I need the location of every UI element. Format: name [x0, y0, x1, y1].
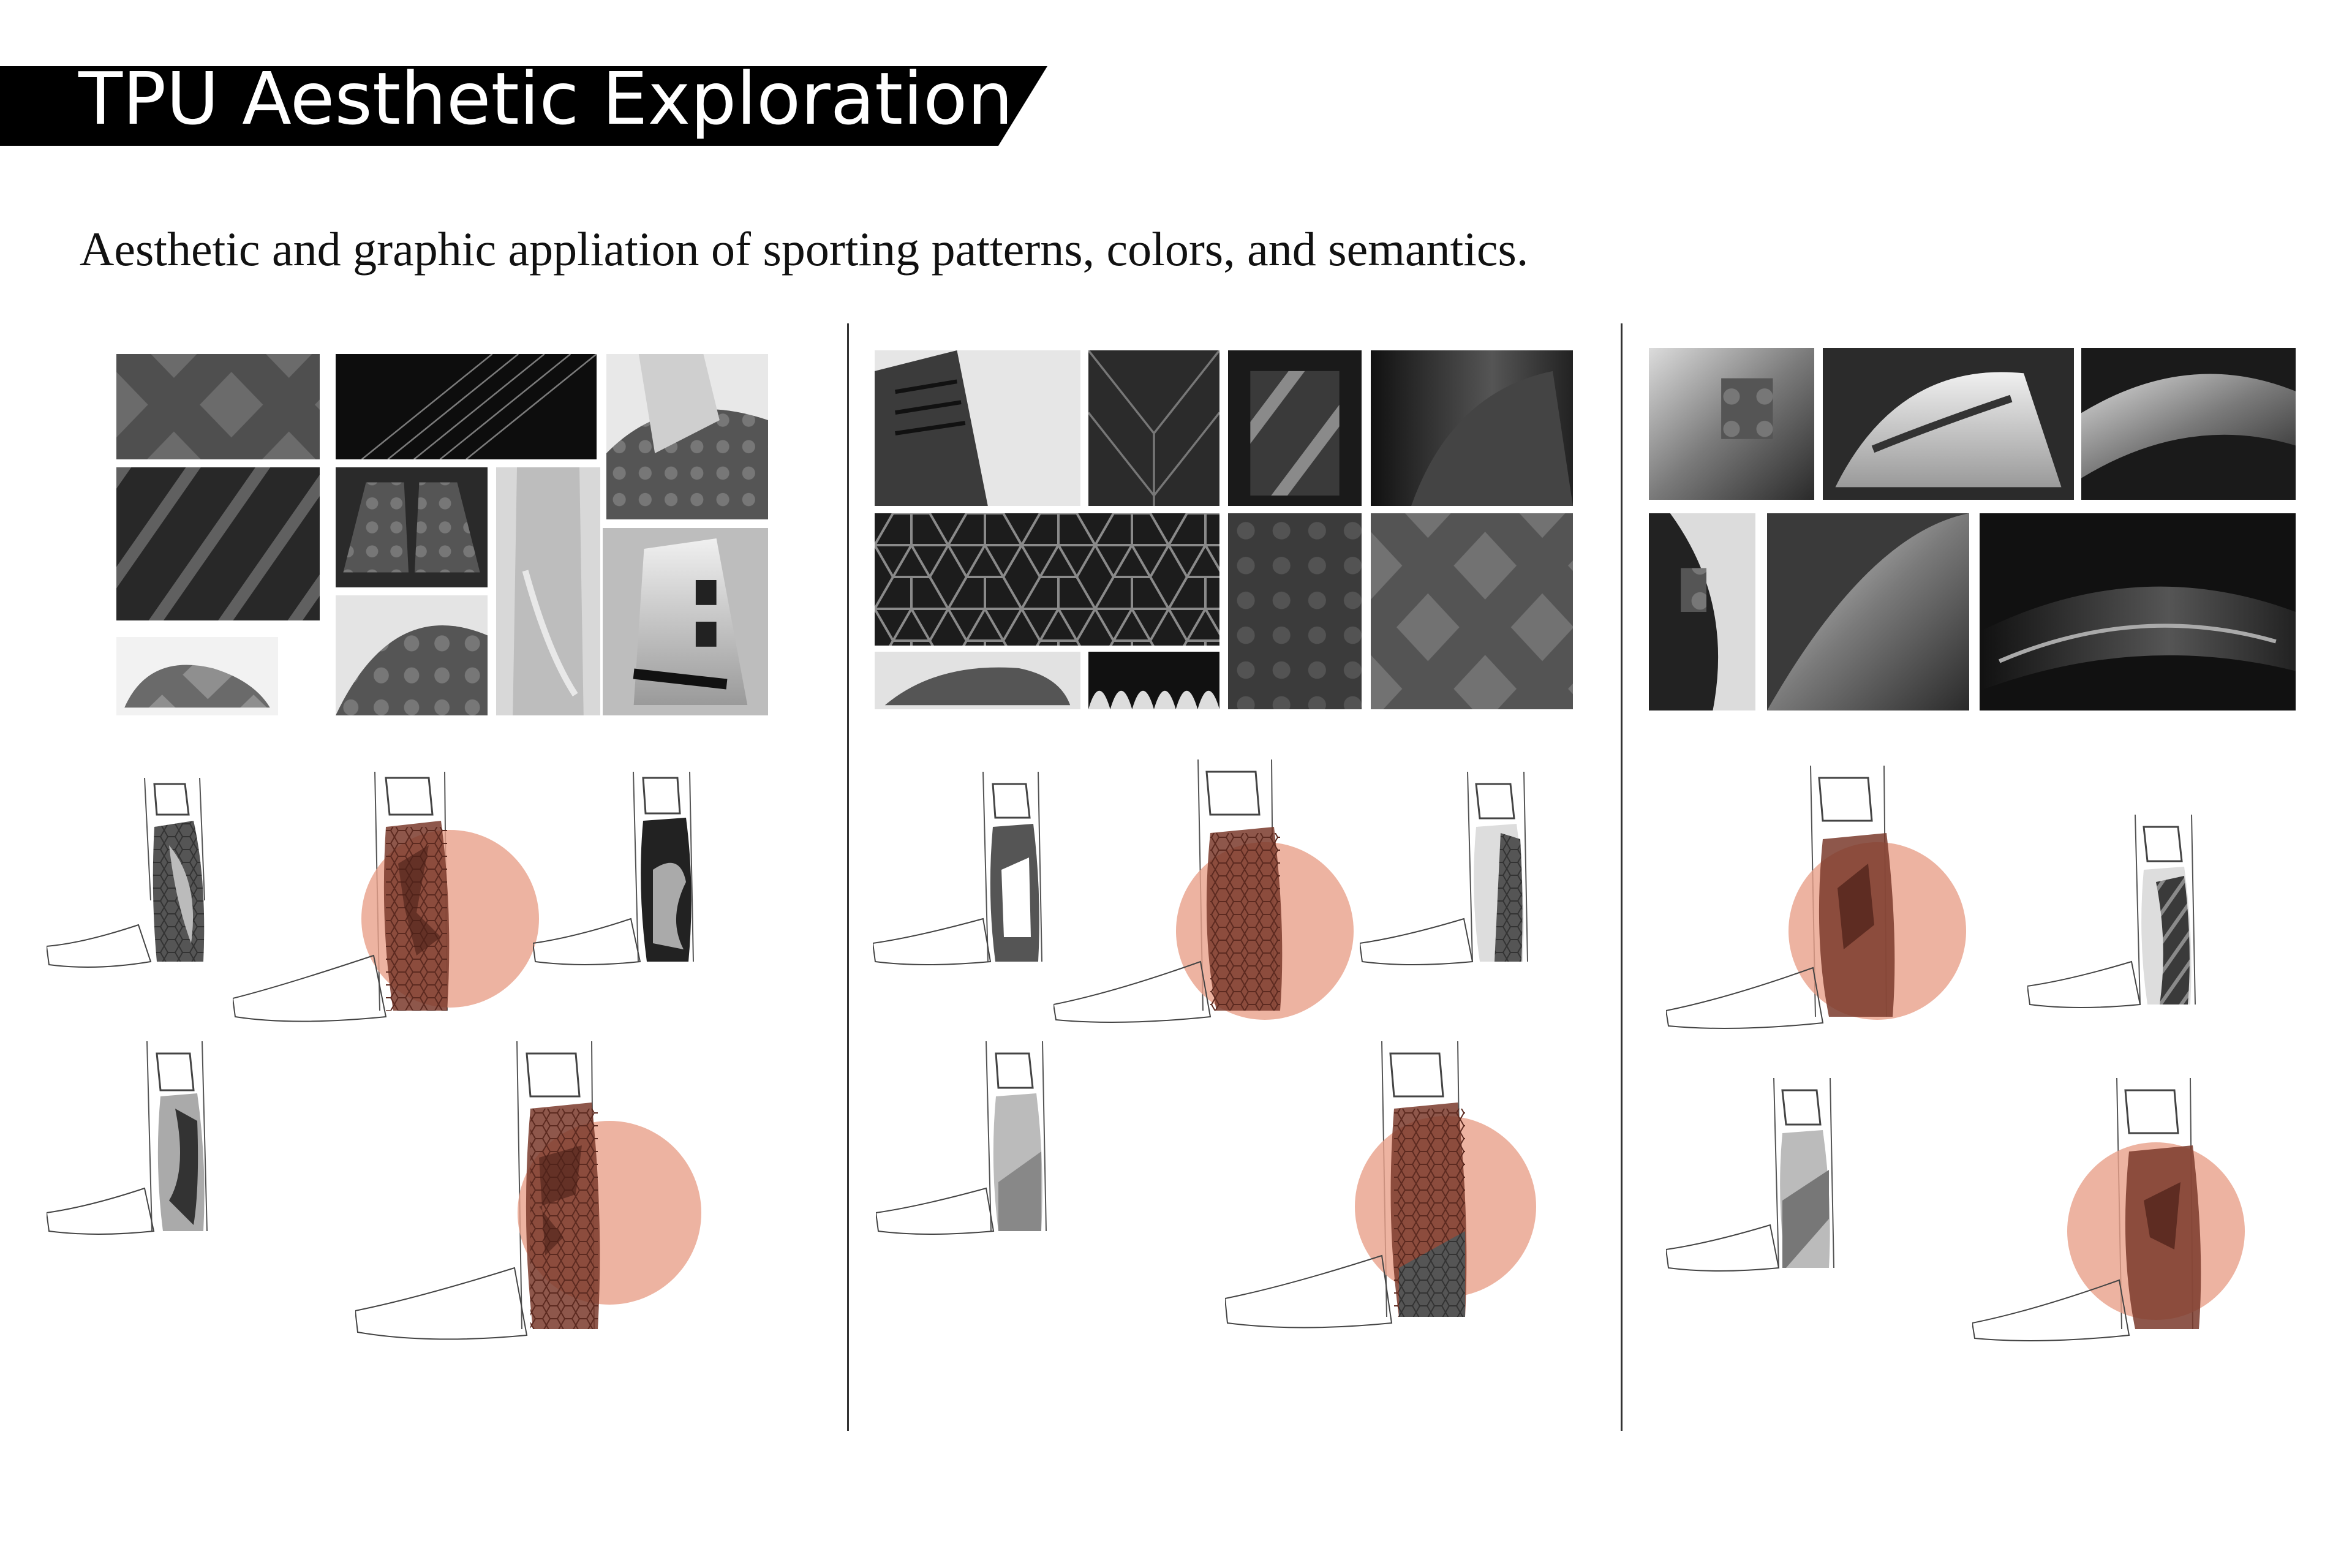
- moodboard-image-diamond-shoe: [1371, 513, 1573, 709]
- moodboard-image-white-shoe: [1823, 348, 2074, 500]
- sketch-brace-5-highlighted: [355, 1041, 701, 1340]
- moodboard-image-scales: [1088, 652, 1219, 709]
- sketch-brace-8: [1360, 771, 1528, 965]
- sketch-brace-9: [876, 1041, 1047, 1235]
- sketch-brace-2-highlighted: [233, 771, 539, 1022]
- moodboard-image-knit-toe: [336, 595, 488, 715]
- sketch-brace-14-highlighted: [1972, 1077, 2245, 1341]
- sketch-brace-10-highlighted: [1225, 1041, 1536, 1329]
- page-title: TPU Aesthetic Exploration: [78, 56, 1014, 141]
- sketch-brace-6: [873, 771, 1042, 965]
- moodboard-image-brace: [496, 467, 600, 715]
- moodboard-image-shoe-texture: [116, 354, 320, 459]
- moodboard-image-sneaker: [116, 637, 278, 715]
- moodboard-image-boot: [875, 350, 1080, 506]
- sketch-brace-7-highlighted: [1054, 759, 1354, 1023]
- page-subtitle: Aesthetic and graphic appliation of spor…: [80, 222, 1529, 276]
- moodboard-image-ribbed: [116, 467, 320, 620]
- moodboard-image-sculpted-shoe: [1371, 350, 1573, 506]
- sketch-brace-3: [533, 771, 694, 965]
- moodboard-image-intake: [1649, 513, 1755, 710]
- moodboard-image-race-car: [2081, 348, 2296, 500]
- moodboard-image-geometric-shin: [1088, 350, 1219, 506]
- sketch-brace-4: [47, 1041, 208, 1235]
- moodboard-image-grid-panel: [1228, 350, 1362, 506]
- moodboard-image-low-shoe: [875, 652, 1080, 709]
- moodboard-image-shoes-pair: [336, 467, 488, 587]
- moodboard-image-dark-sole: [1980, 513, 2296, 710]
- sketch-brace-1: [47, 777, 205, 968]
- moodboard-image-car-vent: [1649, 348, 1814, 500]
- sketch-brace-13: [1666, 1077, 1834, 1272]
- sketch-brace-12: [2027, 814, 2196, 1008]
- moodboard-image-cube-pattern: [875, 513, 1219, 646]
- sketch-brace-11-highlighted: [1666, 765, 1966, 1029]
- moodboard-image-stripes: [336, 354, 597, 459]
- moodboard-image-sleeve: [606, 354, 768, 519]
- moodboard-image-chrome-curve: [1767, 513, 1969, 710]
- title-banner: [0, 66, 1047, 146]
- column-divider: [847, 323, 849, 1431]
- moodboard-image-high-top: [603, 528, 768, 715]
- column-divider: [1621, 323, 1623, 1431]
- moodboard-image-carbon: [1228, 513, 1362, 709]
